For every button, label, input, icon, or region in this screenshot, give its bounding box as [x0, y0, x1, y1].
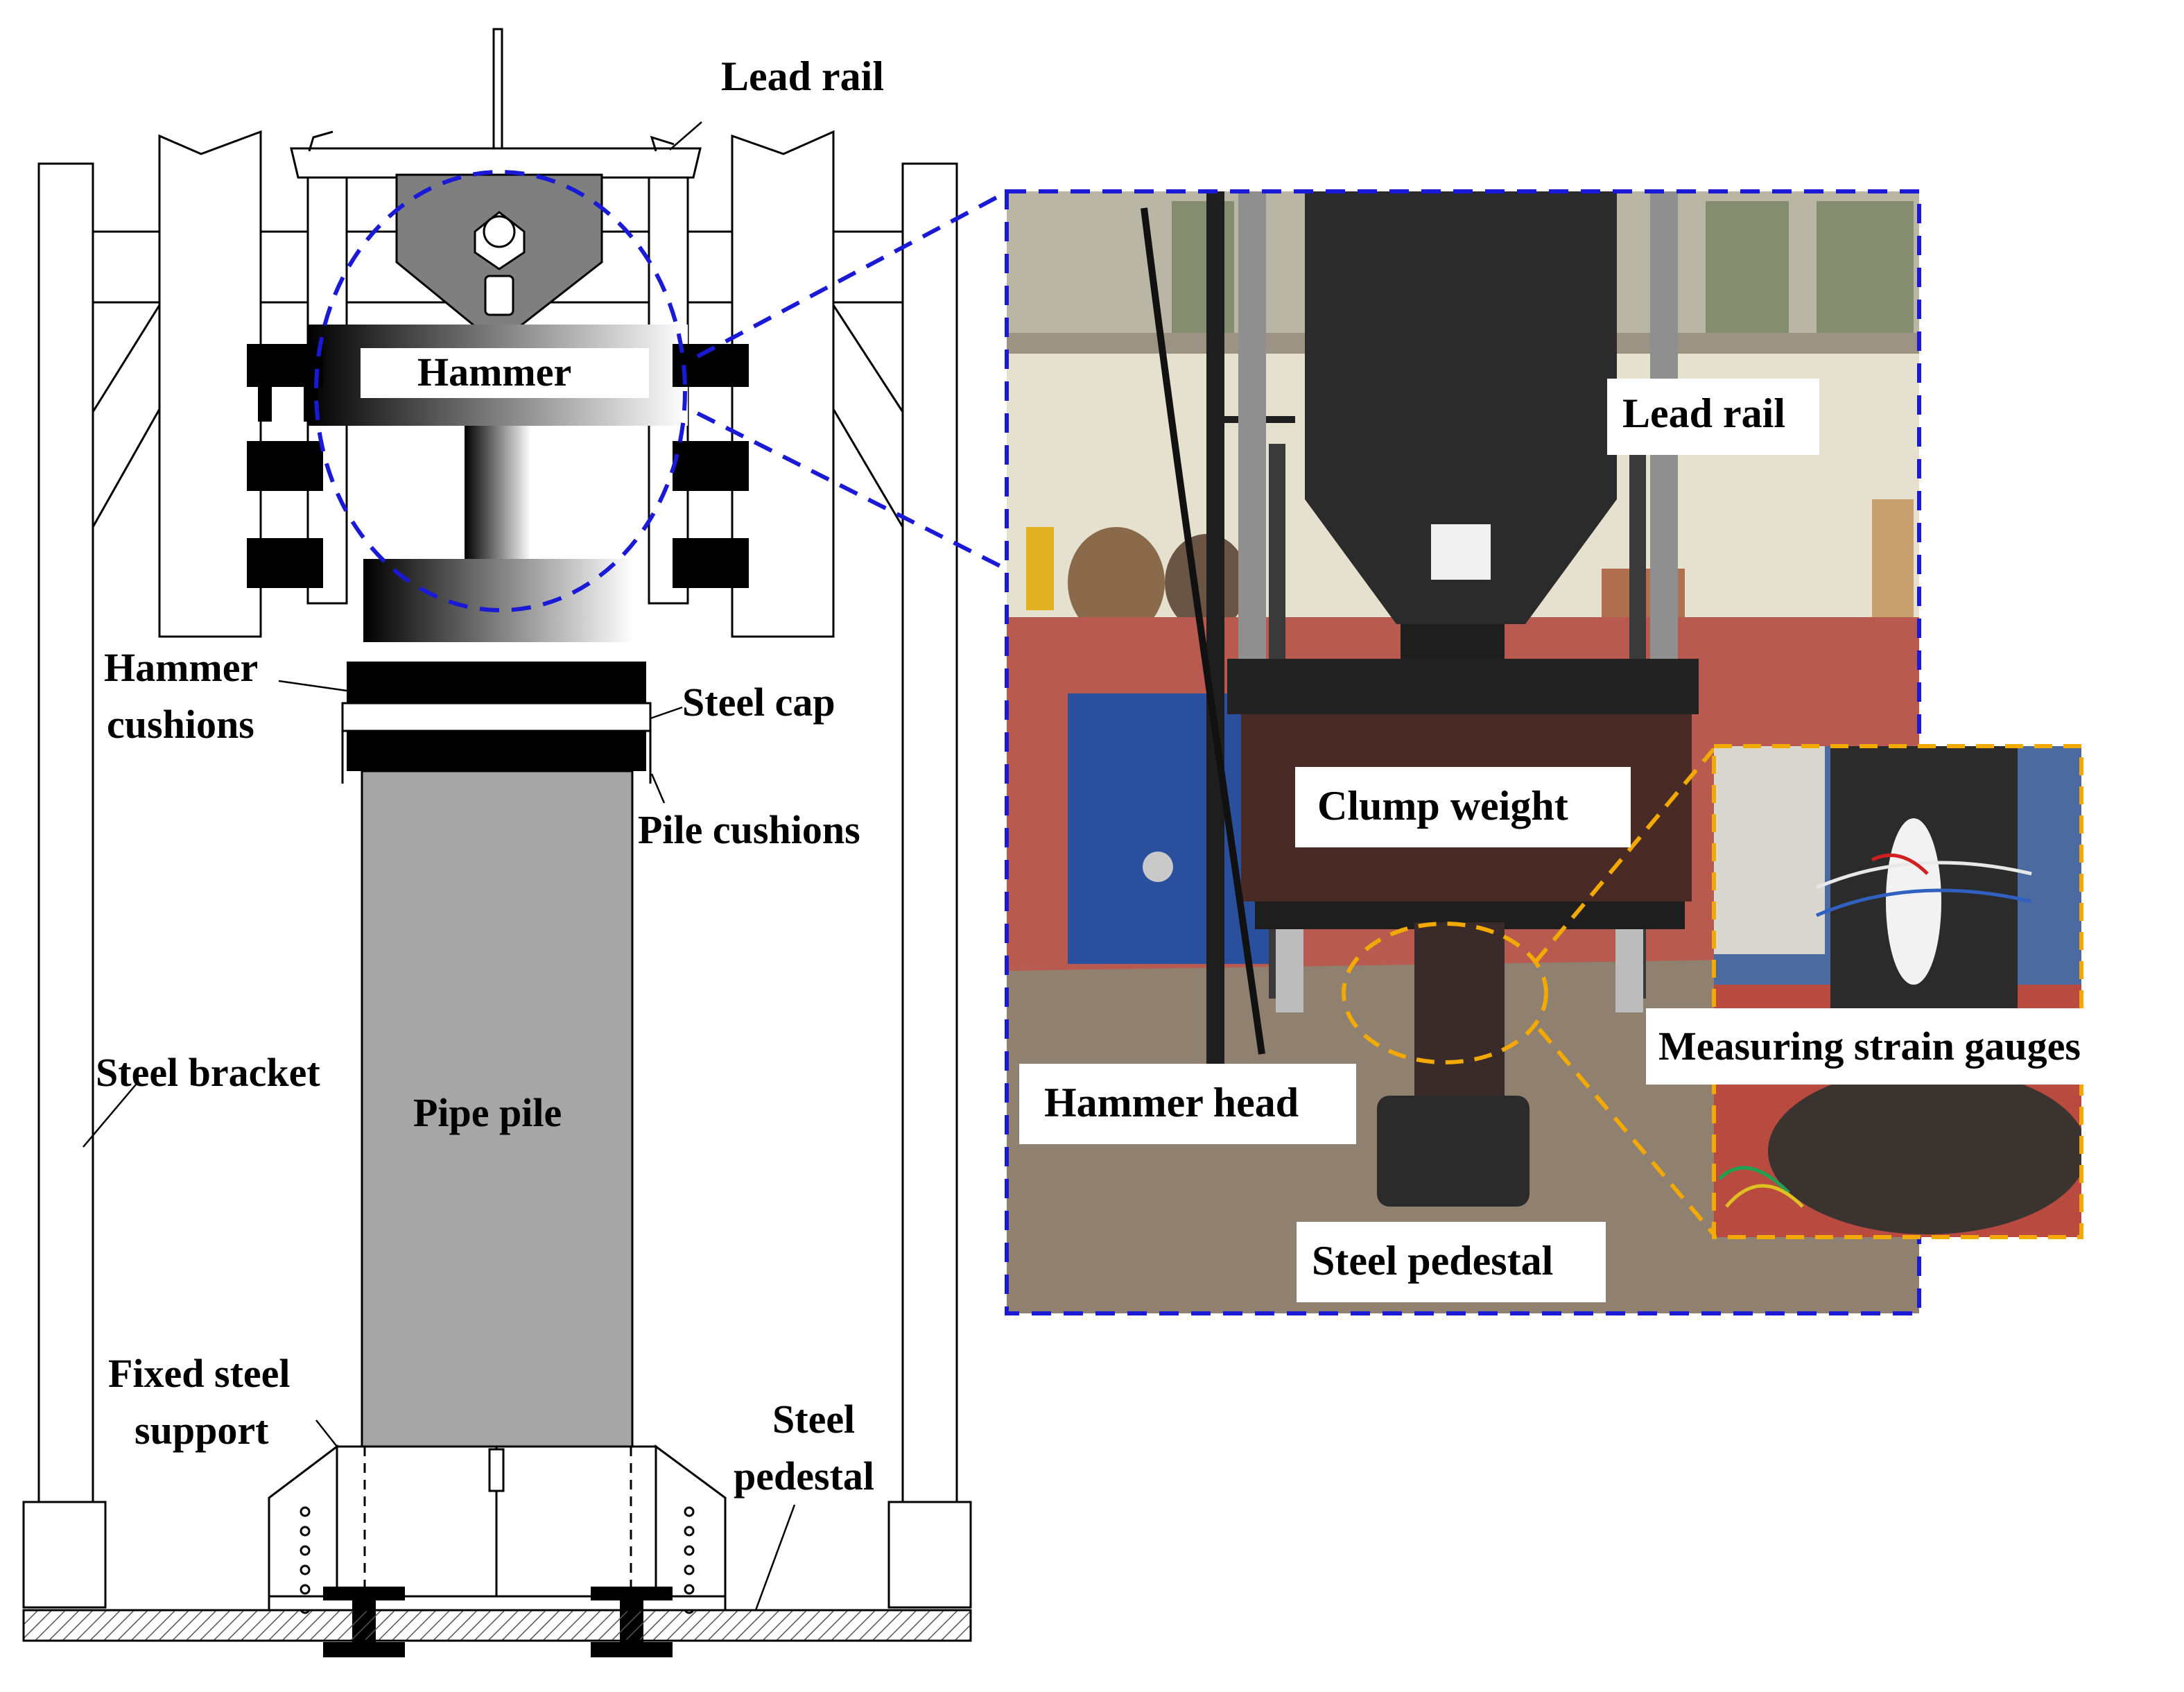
hammer-shaft [465, 426, 531, 559]
label-hammer-cushions-line1: Hammer [104, 645, 258, 690]
photo-hammer-plate [1305, 191, 1617, 624]
label-hammer: Hammer [417, 349, 571, 395]
label-pile-cushions: Pile cushions [638, 807, 860, 852]
schematic-leader-lines [83, 121, 796, 1611]
label-lead-rail-schematic: Lead rail [721, 53, 884, 99]
label-hammer-cushions-line2: cushions [107, 702, 254, 747]
label-steel-pedestal-schematic-line2: pedestal [734, 1453, 874, 1499]
label-clump-weight: Clump weight [1317, 783, 1568, 829]
label-lead-rail-photo: Lead rail [1622, 390, 1785, 436]
label-hammer-head: Hammer head [1044, 1080, 1299, 1125]
orange-zoom-circle [1342, 922, 1548, 1064]
blue-zoom-indicator [314, 170, 1007, 612]
pile-cushion [347, 731, 646, 771]
label-fixed-steel-support-line2: support [135, 1408, 269, 1453]
label-steel-bracket: Steel bracket [96, 1050, 320, 1095]
schematic-labels: Lead rail Hammer Hammer cushions Steel c… [96, 53, 884, 1499]
ground-slab [22, 1609, 972, 1642]
left-guide-column [158, 130, 262, 638]
label-fixed-steel-support-line1: Fixed steel [108, 1351, 291, 1396]
inset-frame [1712, 744, 2083, 1239]
right-bracket-base [887, 1501, 972, 1609]
photo-hammer-head [1414, 922, 1505, 1103]
hammer-foot [363, 559, 634, 642]
photo-labels: Lead rail Clump weight Hammer head Steel… [1019, 379, 2170, 1302]
label-steel-pedestal-schematic-line1: Steel [772, 1397, 855, 1442]
strain-gauge-inset [1714, 746, 2081, 1237]
hammer-label-box [361, 348, 649, 398]
top-plate [290, 147, 702, 179]
pipe-pile [361, 770, 634, 1448]
left-steel-bracket [37, 162, 94, 1505]
label-measuring-strain-gauges: Measuring strain gauges [1658, 1024, 2081, 1069]
steel-cap [341, 702, 652, 732]
left-bracket-base [22, 1501, 107, 1609]
schematic-drawing [22, 28, 972, 1657]
label-steel-pedestal-photo: Steel pedestal [1312, 1238, 1553, 1284]
blue-zoom-circle [314, 170, 687, 612]
orange-zoom-indicator [1342, 748, 1716, 1236]
left-guide-rollers [247, 344, 323, 588]
right-steel-bracket [901, 162, 958, 1505]
photo-steel-pedestal [1377, 1096, 1529, 1207]
hammer-cushion [347, 662, 646, 703]
label-steel-cap: Steel cap [682, 680, 835, 725]
label-pipe-pile: Pipe pile [413, 1090, 562, 1135]
